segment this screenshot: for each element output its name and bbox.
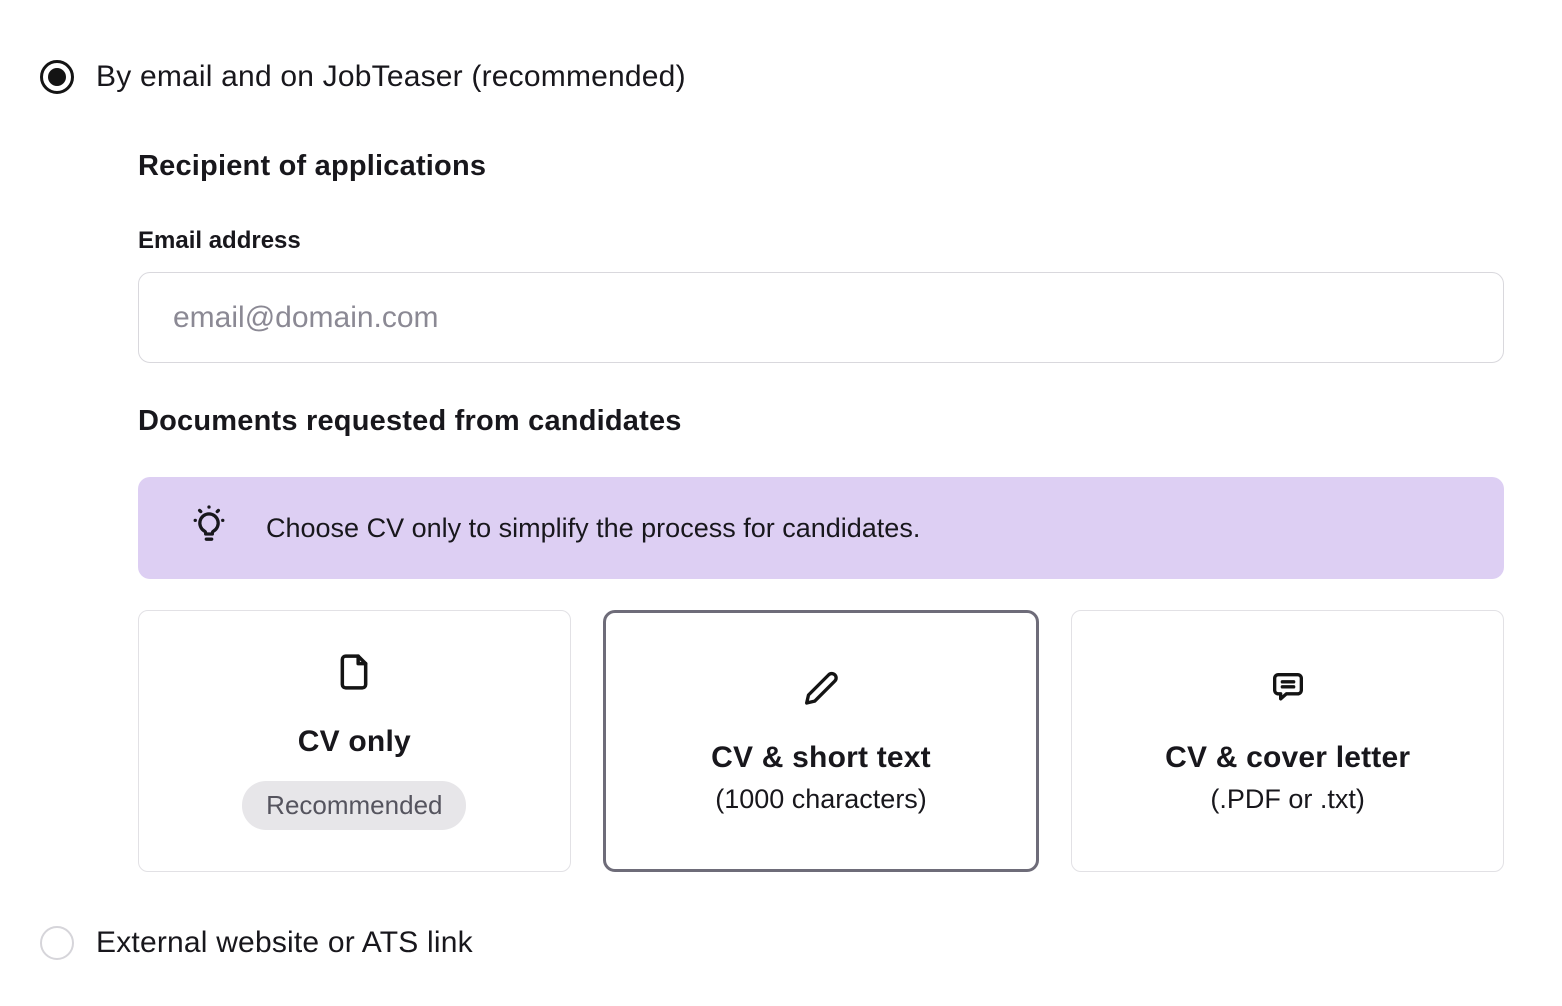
pencil-icon — [801, 668, 841, 713]
lightbulb-icon — [186, 502, 232, 555]
card-cv-cover-letter-subtitle: (.PDF or .txt) — [1210, 783, 1365, 814]
tip-banner-text: Choose CV only to simplify the process f… — [266, 512, 921, 543]
email-option-details: Recipient of applications Email address … — [138, 150, 1505, 872]
application-method-form: By email and on JobTeaser (recommended) … — [40, 60, 1505, 960]
radio-unchecked-icon[interactable] — [40, 926, 74, 960]
radio-option-email-and-jobteaser-label: By email and on JobTeaser (recommended) — [96, 60, 686, 93]
tip-banner: Choose CV only to simplify the process f… — [138, 477, 1504, 579]
file-icon — [334, 652, 374, 697]
card-cv-short-text-subtitle: (1000 characters) — [715, 783, 927, 814]
radio-option-external-link[interactable]: External website or ATS link — [40, 926, 1504, 960]
card-cv-only-title: CV only — [297, 725, 411, 758]
card-cv-short-text-title: CV & short text — [711, 740, 931, 774]
email-address-input[interactable] — [138, 272, 1504, 363]
radio-checked-icon[interactable] — [40, 60, 74, 94]
recommended-badge: Recommended — [242, 781, 467, 830]
card-cv-cover-letter-title: CV & cover letter — [1165, 740, 1411, 774]
email-address-label: Email address — [138, 227, 301, 254]
document-option-cards: CV only Recommended CV & short text (100… — [138, 610, 1505, 872]
chat-bubble-icon — [1268, 668, 1308, 713]
card-cv-only[interactable]: CV only Recommended — [138, 610, 571, 872]
radio-dot — [48, 68, 66, 86]
radio-option-email-and-jobteaser[interactable]: By email and on JobTeaser (recommended) — [40, 60, 1504, 94]
card-cv-short-text[interactable]: CV & short text (1000 characters) — [602, 610, 1040, 872]
documents-section-title: Documents requested from candidates — [138, 405, 682, 437]
recipient-section-title: Recipient of applications — [138, 150, 487, 182]
card-cv-cover-letter[interactable]: CV & cover letter (.PDF or .txt) — [1071, 610, 1505, 872]
radio-option-external-link-label: External website or ATS link — [96, 926, 473, 959]
